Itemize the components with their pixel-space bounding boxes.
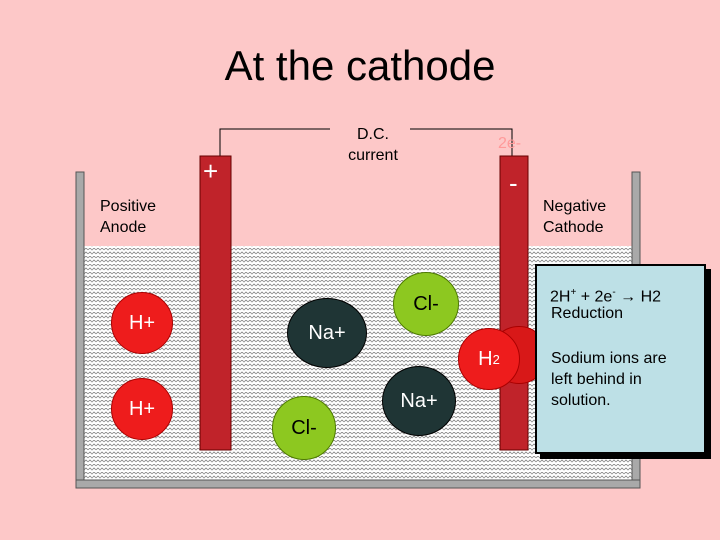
reaction-plus: + 2e [576,288,613,306]
cathode-minus-sign: - [509,168,518,198]
reaction-equation: 2H+ + 2e- → H2 [550,282,700,307]
page-title: At the cathode [224,42,496,89]
cathode-label-line2: Cathode [543,219,604,236]
h2-subscript: 2 [492,351,500,367]
cathode-label-line1: Negative [543,198,607,215]
cathode-electrode [499,155,529,451]
circuit-wire-right [410,128,513,156]
cl-ion-1: Cl- [393,272,459,336]
reaction-type: Reduction [551,305,624,322]
anode-label-line2: Anode [100,219,147,236]
reaction-e-sup: - [612,287,616,298]
cathode-label: Negative Cathode [543,196,606,238]
anode-label-line1: Positive [100,198,157,215]
dc-label-line1: D.C. [357,126,389,143]
circuit-wire [219,128,330,156]
dc-label-line2: current [348,147,398,164]
reaction-lhs-sup: + [570,287,577,298]
h2-symbol: H [478,347,493,370]
anode-label: Positive Anode [100,196,156,238]
reaction-arrow-icon: → [620,288,637,306]
reaction-box: 2H+ + 2e- → H2 Reduction Sodium ions are… [535,264,706,454]
anode-plus-sign: + [203,156,219,186]
cl-ion-2: Cl- [272,396,336,460]
reaction-note: Sodium ions are left behind in solution. [551,350,667,409]
na-ion-1: Na+ [287,298,367,368]
h-ion-2: H+ [111,378,173,440]
h-ion-1: H+ [111,292,173,354]
electrons-label: 2e- [498,135,522,152]
reaction-rhs: H2 [636,288,662,306]
dc-current-label: D.C. current [343,124,403,166]
reaction-lhs: 2H [550,288,571,306]
na-ion-2: Na+ [382,366,456,436]
anode-electrode [199,155,232,451]
